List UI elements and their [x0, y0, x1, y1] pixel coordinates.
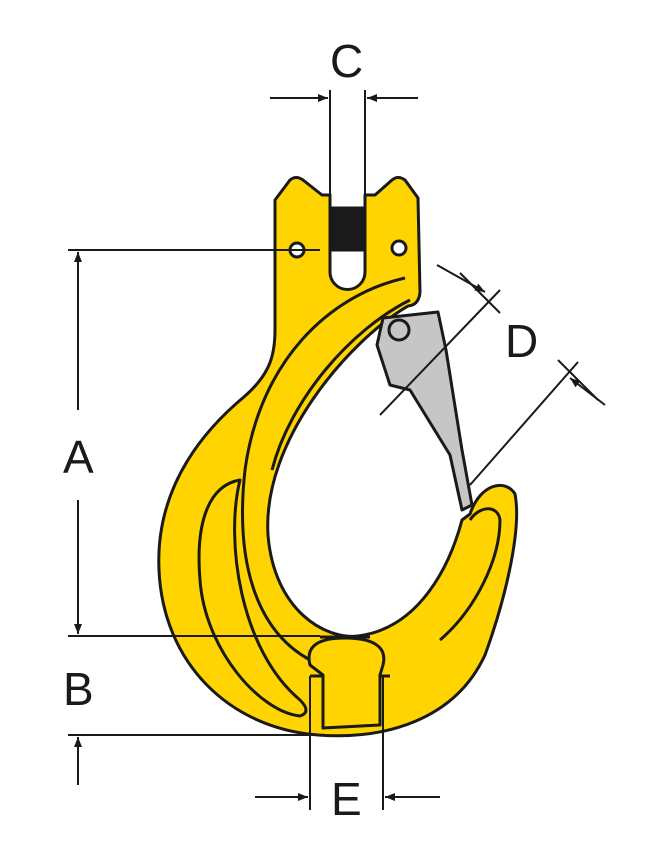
saddle: [307, 636, 386, 730]
sleeve: [328, 206, 367, 252]
hook-body: [157, 176, 519, 738]
pin-hole-right: [390, 239, 408, 257]
dimension-label-e: E: [331, 773, 362, 825]
dimension-label-d: D: [505, 315, 539, 367]
dimension-label-a: A: [63, 431, 94, 483]
dimension-label-b: B: [63, 663, 94, 715]
latch: [375, 310, 474, 512]
dimension-label-c: C: [330, 35, 364, 87]
